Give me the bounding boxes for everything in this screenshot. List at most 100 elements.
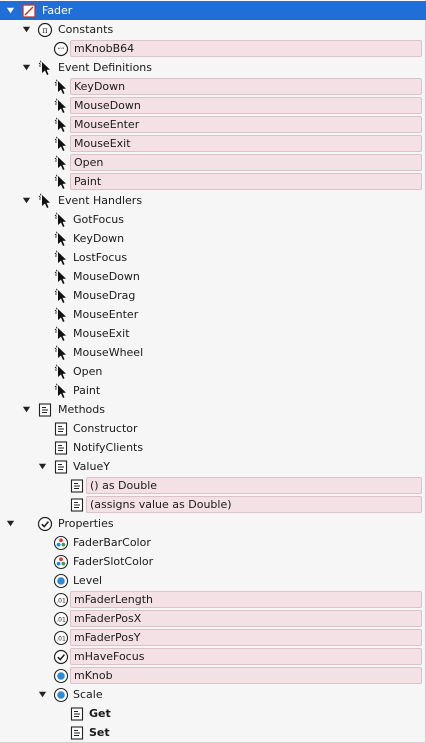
collapse-triangle-icon[interactable] xyxy=(21,195,32,206)
tree-row-property-scale[interactable]: Scale xyxy=(0,685,426,704)
method-label: Constructor xyxy=(73,422,138,435)
tree-row-event-handler[interactable]: MouseDrag xyxy=(0,286,426,305)
tree-label-properties: Properties xyxy=(58,517,114,530)
getter-label: Get xyxy=(89,707,111,720)
svg-text:.01: .01 xyxy=(56,616,66,623)
event-handler-label: GotFocus xyxy=(73,213,124,226)
collapse-triangle-icon[interactable] xyxy=(37,461,48,472)
cursor-icon xyxy=(53,230,69,247)
property-name-field[interactable]: mHaveFocus xyxy=(70,648,422,665)
checkmark-icon xyxy=(37,515,53,532)
tree-row-event-definition[interactable]: MouseEnter xyxy=(0,115,426,134)
document-icon xyxy=(69,477,85,494)
event-definition-field[interactable]: KeyDown xyxy=(70,78,422,95)
tree-label-event-handlers: Event Handlers xyxy=(58,194,143,207)
tree-row-constant-item[interactable]: “” mKnobB64 xyxy=(0,39,426,58)
cursor-icon xyxy=(37,59,53,76)
property-label: Level xyxy=(73,574,103,587)
svg-text:.01: .01 xyxy=(56,597,66,604)
collapse-triangle-icon[interactable] xyxy=(37,689,48,700)
tree-row-property[interactable]: .01 mFaderPosY xyxy=(0,628,426,647)
document-icon xyxy=(53,439,69,456)
tree-row-properties[interactable]: Properties xyxy=(0,514,426,533)
tree-row-property[interactable]: FaderBarColor xyxy=(0,533,426,552)
cursor-icon xyxy=(53,287,69,304)
tree-row-event-definitions[interactable]: Event Definitions xyxy=(0,58,426,77)
color-dots-icon xyxy=(53,534,69,551)
event-definition-field[interactable]: MouseDown xyxy=(70,97,422,114)
tree-row-property[interactable]: mKnob xyxy=(0,666,426,685)
tree-row-event-definition[interactable]: Open xyxy=(0,153,426,172)
tree-row-event-handler[interactable]: MouseWheel xyxy=(0,343,426,362)
tree-label-constants: Constants xyxy=(58,23,114,36)
tree-row-event-definition[interactable]: KeyDown xyxy=(0,77,426,96)
tree-row-event-handler[interactable]: MouseExit xyxy=(0,324,426,343)
cursor-icon xyxy=(53,78,69,95)
tree-row-event-definition[interactable]: MouseExit xyxy=(0,134,426,153)
event-definition-field[interactable]: MouseExit xyxy=(70,135,422,152)
tree-row-method[interactable]: NotifyClients xyxy=(0,438,426,457)
event-definition-field[interactable]: Paint xyxy=(70,173,422,190)
cursor-icon xyxy=(53,135,69,152)
collapse-triangle-icon[interactable] xyxy=(5,5,16,16)
event-definition-field[interactable]: MouseEnter xyxy=(70,116,422,133)
tree-row-methods[interactable]: Methods xyxy=(0,400,426,419)
tree-row-property[interactable]: Level xyxy=(0,571,426,590)
cursor-icon xyxy=(53,363,69,380)
event-handler-label: MouseDown xyxy=(73,270,140,283)
tree-row-event-definition[interactable]: Paint xyxy=(0,172,426,191)
method-signature-field[interactable]: () as Double xyxy=(86,477,422,494)
tree-row-event-handler[interactable]: KeyDown xyxy=(0,229,426,248)
event-definition-field[interactable]: Open xyxy=(70,154,422,171)
cursor-icon xyxy=(53,249,69,266)
event-handler-label: MouseWheel xyxy=(73,346,144,359)
tree-row-event-handler[interactable]: LostFocus xyxy=(0,248,426,267)
tree-row-method[interactable]: Constructor xyxy=(0,419,426,438)
property-name-field[interactable]: mFaderLength xyxy=(70,591,422,608)
cursor-icon xyxy=(53,268,69,285)
tree-row-method-overload[interactable]: () as Double xyxy=(0,476,426,495)
setter-label: Set xyxy=(89,726,110,739)
tree-row-property[interactable]: mHaveFocus xyxy=(0,647,426,666)
tree-row-property[interactable]: .01 mFaderLength xyxy=(0,590,426,609)
blue-dot-icon xyxy=(53,572,69,589)
svg-text:.01: .01 xyxy=(56,635,66,642)
tree-row-fader[interactable]: Fader xyxy=(0,1,426,20)
event-handler-label: LostFocus xyxy=(73,251,128,264)
collapse-triangle-icon[interactable] xyxy=(5,518,16,529)
tree-row-event-handler[interactable]: MouseEnter xyxy=(0,305,426,324)
tree-row-event-handler[interactable]: GotFocus xyxy=(0,210,426,229)
collapse-triangle-icon[interactable] xyxy=(21,62,32,73)
tree-row-method-overload[interactable]: (assigns value as Double) xyxy=(0,495,426,514)
cursor-icon xyxy=(53,306,69,323)
quote-icon: “” xyxy=(53,40,69,57)
collapse-triangle-icon[interactable] xyxy=(21,404,32,415)
color-dots-icon xyxy=(53,553,69,570)
tree-row-property[interactable]: FaderSlotColor xyxy=(0,552,426,571)
tree-row-setter[interactable]: Set xyxy=(0,723,426,742)
tree-row-event-definition[interactable]: MouseDown xyxy=(0,96,426,115)
tree-row-event-handler[interactable]: Paint xyxy=(0,381,426,400)
tree-row-event-handler[interactable]: Open xyxy=(0,362,426,381)
property-name-field[interactable]: mKnob xyxy=(70,667,422,684)
tree-row-getter[interactable]: Get xyxy=(0,704,426,723)
tree-label-methods: Methods xyxy=(58,403,105,416)
property-label: FaderSlotColor xyxy=(73,555,154,568)
property-name-field[interactable]: mFaderPosX xyxy=(70,610,422,627)
tree-row-method-valuey[interactable]: ValueY xyxy=(0,457,426,476)
tree-row-property[interactable]: .01 mFaderPosX xyxy=(0,609,426,628)
method-signature-field[interactable]: (assigns value as Double) xyxy=(86,496,422,513)
tree-row-constants[interactable]: π Constants xyxy=(0,20,426,39)
tree-label-fader: Fader xyxy=(42,4,73,17)
decimal-icon: .01 xyxy=(53,591,69,608)
constant-name-field[interactable]: mKnobB64 xyxy=(70,40,422,57)
property-name-field[interactable]: mFaderPosY xyxy=(70,629,422,646)
document-icon xyxy=(37,401,53,418)
collapse-triangle-icon[interactable] xyxy=(21,24,32,35)
svg-text:π: π xyxy=(42,26,47,35)
property-label: FaderBarColor xyxy=(73,536,151,549)
tree-row-event-handlers[interactable]: Event Handlers xyxy=(0,191,426,210)
tree-row-event-handler[interactable]: MouseDown xyxy=(0,267,426,286)
cursor-icon xyxy=(37,192,53,209)
